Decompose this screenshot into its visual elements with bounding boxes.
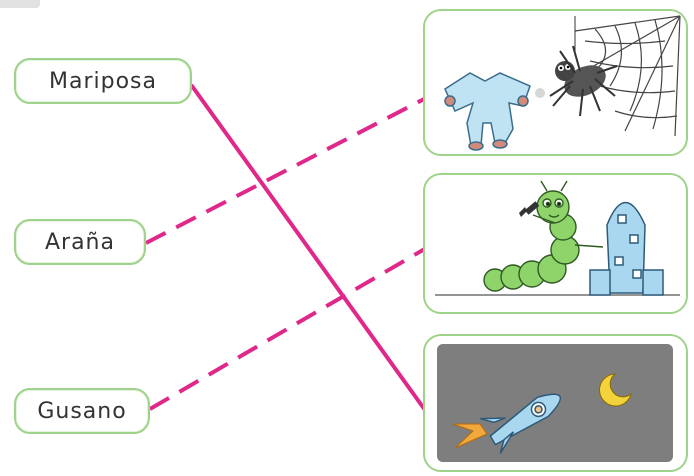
cropped-text-fragment [0,0,40,8]
word-box-gusano[interactable]: Gusano [14,388,150,434]
caterpillar-rocket-icon [435,180,680,296]
connection-gusano-caterpillar [148,245,430,411]
connection-arana-onesie [145,95,429,245]
picture-caterpillar-rocket[interactable] [423,173,688,314]
connection-mariposa-rocket [190,84,427,412]
rocket-moon-icon [437,344,673,462]
word-label: Mariposa [49,68,157,94]
word-box-arana[interactable]: Araña [14,219,146,265]
spider-web-onesie-icon [444,15,681,151]
word-label: Araña [44,229,115,255]
picture-rocket-night[interactable] [423,334,688,472]
word-label: Gusano [37,398,127,424]
word-box-mariposa[interactable]: Mariposa [14,58,192,104]
picture-onesie-spider[interactable] [423,9,688,156]
